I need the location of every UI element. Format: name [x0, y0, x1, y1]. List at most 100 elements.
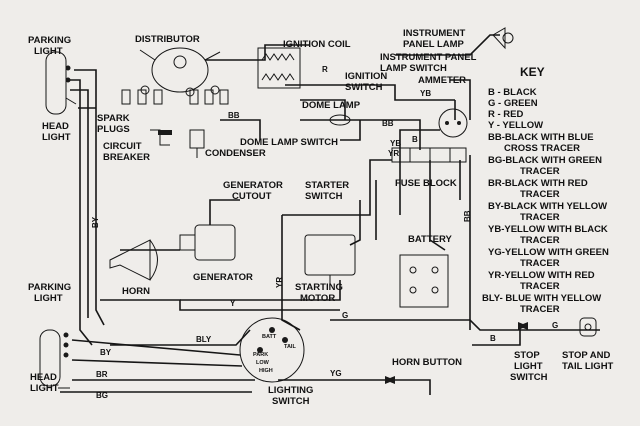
- key-entry: YG-YELLOW WITH GREEN: [488, 247, 609, 258]
- ammeter-label: AMMETER: [418, 75, 466, 86]
- instrument-panel-lamp-label-2: PANEL LAMP: [403, 39, 465, 50]
- wire-code-bb-right: BB: [463, 210, 472, 222]
- wire-code-g-mid: G: [342, 311, 348, 320]
- stop-tail-light-label-2: TAIL LIGHT: [562, 361, 614, 372]
- dome-lamp-switch-label: DOME LAMP SWITCH: [240, 137, 338, 148]
- generator-cutout-label-1: GENERATOR: [223, 180, 283, 191]
- component-labels: PARKING LIGHT HEAD LIGHT DISTRIBUTOR SPA…: [28, 28, 614, 407]
- parking-light-top-label-2: LIGHT: [34, 46, 63, 57]
- wire-code-yb-fuse: YB: [390, 139, 401, 148]
- switch-high-label: HIGH: [259, 368, 273, 374]
- generator-label: GENERATOR: [193, 272, 253, 283]
- key-entry: TRACER: [520, 212, 560, 223]
- wire-code-by-bottom: BY: [100, 348, 112, 357]
- instrument-panel-lamp-switch-label-2: LAMP SWITCH: [380, 63, 447, 74]
- switch-park-label: PARK: [253, 352, 268, 358]
- ignition-switch-label-1: IGNITION: [345, 71, 387, 82]
- key-entry: BR-BLACK WITH RED: [488, 178, 588, 189]
- spark-plugs-icon: [121, 89, 229, 105]
- ignition-switch-label-2: SWITCH: [345, 82, 383, 93]
- lighting-switch-label-1: LIGHTING: [268, 385, 313, 396]
- key-entry: Y - YELLOW: [488, 120, 543, 131]
- generator-cutout-label-2: CUTOUT: [232, 191, 272, 202]
- stop-light-switch-label-2: LIGHT: [514, 361, 543, 372]
- dome-lamp-label: DOME LAMP: [302, 100, 361, 111]
- wire-code-g-stop: G: [552, 321, 558, 330]
- wire-code-yr-mid: YR: [275, 277, 284, 288]
- parking-light-bottom-icon: [39, 329, 70, 389]
- key-entry: TRACER: [520, 258, 560, 269]
- instrument-panel-lamp-label-1: INSTRUMENT: [403, 28, 465, 39]
- ammeter-icon: [438, 108, 468, 138]
- stop-tail-light-icon: [579, 317, 597, 337]
- horn-button-label: HORN BUTTON: [392, 357, 462, 368]
- instrument-panel-lamp-switch-label-1: INSTRUMENT PANEL: [380, 52, 477, 63]
- wire-code-b-stop: B: [490, 334, 496, 343]
- spark-plugs-label-1: SPARK: [97, 113, 130, 124]
- wire-code-bg-bottom: BG: [96, 391, 108, 400]
- key-entry: CROSS TRACER: [504, 143, 580, 154]
- fuse-block-icon: [391, 147, 467, 163]
- key-title: KEY: [520, 65, 545, 79]
- parking-light-bottom-label-1: PARKING: [28, 282, 71, 293]
- switch-batt-label: BATT: [262, 334, 277, 340]
- switch-tail-label: TAIL: [284, 344, 296, 350]
- starting-motor-icon: [304, 234, 356, 285]
- parking-light-top-icon: [45, 51, 77, 115]
- lighting-switch-label-2: SWITCH: [272, 396, 310, 407]
- key-entry: BB-BLACK WITH BLUE: [488, 132, 594, 143]
- dome-lamp-icon: [329, 114, 351, 126]
- wire-code-yr-fuse: YR: [388, 149, 399, 158]
- parking-light-bottom-label-2: LIGHT: [34, 293, 63, 304]
- battery-label: BATTERY: [408, 234, 452, 245]
- wire-code-r: R: [322, 65, 328, 74]
- wire-code-br-bottom: BR: [96, 370, 108, 379]
- wire-code-bly: BLY: [196, 335, 212, 344]
- head-light-top-label-2: LIGHT: [42, 132, 71, 143]
- ignition-coil-label: IGNITION COIL: [283, 39, 351, 50]
- starter-switch-label-2: SWITCH: [305, 191, 343, 202]
- stop-light-switch-label-3: SWITCH: [510, 372, 548, 383]
- instrument-panel-lamp-icon: [492, 27, 514, 50]
- spark-plugs-label-2: PLUGS: [97, 124, 130, 135]
- key-entry: BLY- BLUE WITH YELLOW: [482, 293, 601, 304]
- wire-code-yg: YG: [330, 369, 342, 378]
- key-entry: TRACER: [520, 235, 560, 246]
- key-entry: YR-YELLOW WITH RED: [488, 270, 595, 281]
- wire-code-b-fuse: B: [412, 135, 418, 144]
- key-entry: TRACER: [520, 189, 560, 200]
- circuit-breaker-icon: [150, 129, 172, 146]
- key-entry: B - BLACK: [488, 87, 537, 98]
- stop-tail-light-label-1: STOP AND: [562, 350, 611, 361]
- head-light-bottom-label-1: HEAD: [30, 372, 57, 383]
- stop-light-switch-icon: [518, 322, 528, 330]
- starter-switch-label-1: STARTER: [305, 180, 349, 191]
- key-entry: TRACER: [520, 166, 560, 177]
- ignition-coil-icon: [257, 47, 301, 89]
- stop-light-switch-label-1: STOP: [514, 350, 540, 361]
- horn-icon: [109, 239, 158, 281]
- key-entry: BG-BLACK WITH GREEN: [488, 155, 602, 166]
- wire-code-yb-ign: YB: [420, 89, 431, 98]
- key-entry: TRACER: [520, 304, 560, 315]
- circuit-breaker-label-1: CIRCUIT: [103, 141, 142, 152]
- head-light-bottom-label-2: LIGHT: [30, 383, 59, 394]
- key-entry: YB-YELLOW WITH BLACK: [488, 224, 608, 235]
- wire-code-y-gen: Y: [230, 299, 236, 308]
- color-key: KEY B - BLACK G - GREEN R - RED Y - YELL…: [482, 65, 609, 315]
- distributor-label: DISTRIBUTOR: [135, 34, 200, 45]
- key-entry: BY-BLACK WITH YELLOW: [488, 201, 607, 212]
- battery-icon: [399, 254, 449, 308]
- distributor-icon: [139, 47, 221, 97]
- lighting-switch-icon: [239, 317, 305, 383]
- parking-light-top-label-1: PARKING: [28, 35, 71, 46]
- condenser-label: CONDENSER: [205, 148, 266, 159]
- horn-label: HORN: [122, 286, 150, 297]
- fuse-block-label: FUSE BLOCK: [395, 178, 457, 189]
- starting-motor-label-1: STARTING: [295, 282, 343, 293]
- head-light-top-label-1: HEAD: [42, 121, 69, 132]
- condenser-icon: [189, 129, 205, 158]
- horn-button-icon: [385, 376, 395, 384]
- key-entry: TRACER: [520, 281, 560, 292]
